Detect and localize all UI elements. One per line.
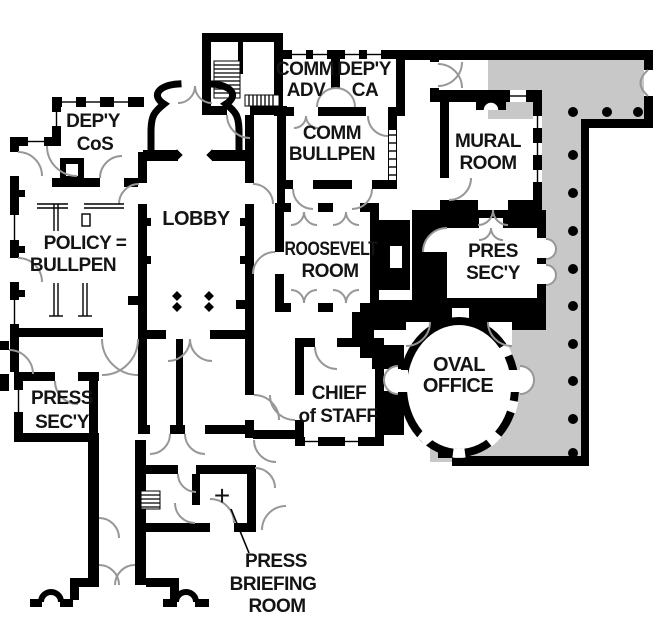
label-mural-2: ROOM: [459, 153, 516, 174]
label-comm-bullpen-1: COMM: [303, 123, 361, 144]
door-arcs: [8, 61, 649, 586]
label-depy-ca-1: DEP'Y: [337, 59, 392, 80]
label-comm-adv-2: ADV: [287, 80, 326, 101]
wall-openings: [0, 62, 653, 532]
label-policy-bullpen-1: POLICY =: [44, 233, 127, 254]
label-chief-2: of STAFF: [298, 406, 377, 427]
label-oval-1: OVAL: [433, 354, 485, 376]
room-labels: DEP'Y CoS POLICY = BULLPEN LOBBY COMM AD…: [30, 59, 523, 617]
label-depy-cos-2: CoS: [77, 134, 114, 155]
label-press-briefing-3: ROOM: [248, 596, 305, 617]
label-mural-1: MURAL: [455, 131, 522, 152]
colonnade-columns: [568, 107, 643, 458]
leader-line: [230, 508, 250, 554]
label-lobby: LOBBY: [162, 208, 231, 230]
label-oval-2: OFFICE: [423, 375, 493, 397]
label-press-briefing-2: BRIEFING: [230, 574, 317, 595]
briefing-room-marker: +: [214, 480, 230, 511]
lobby-column-diamonds: [171, 149, 218, 312]
windows: [10, 50, 542, 446]
label-comm-adv-1: COMM: [276, 59, 334, 80]
label-pres-secy-2: SEC'Y: [466, 263, 521, 284]
label-press-secy-2: SEC'Y: [35, 412, 90, 433]
porch-arches: [38, 589, 199, 603]
lobby-entrance-bay: [147, 80, 243, 312]
label-policy-bullpen-2: BULLPEN: [30, 255, 116, 276]
oval-office-shape: [397, 317, 521, 458]
press-briefing-annotation: +: [214, 480, 250, 554]
stairs: [140, 60, 280, 510]
label-roosevelt-2: ROOM: [301, 261, 358, 282]
label-depy-cos-1: DEP'Y: [66, 111, 121, 132]
cubicle-partitions: [37, 203, 124, 317]
fireplace-symbols: [482, 101, 500, 111]
label-roosevelt-1: ROOSEVELT: [285, 239, 379, 260]
label-press-briefing-1: PRESS: [245, 551, 307, 572]
label-chief-1: CHIEF: [312, 383, 367, 404]
label-comm-bullpen-2: BULLPEN: [289, 144, 375, 165]
label-press-secy-1: PRESS: [31, 388, 93, 409]
label-pres-secy-1: PRES: [468, 241, 518, 262]
label-depy-ca-2: CA: [352, 80, 379, 101]
